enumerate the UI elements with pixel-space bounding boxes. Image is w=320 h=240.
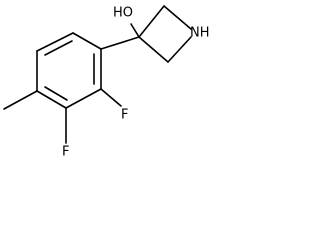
- bond-azetidine-c3-c2: [138, 5, 165, 38]
- bond-ring-c5-c6: [65, 88, 102, 109]
- bond-ring-c4-c5: [36, 90, 67, 109]
- chemical-structure: HO NH F F: [3, 5, 210, 160]
- double-bond-c2-c3: [44, 40, 73, 56]
- amine-label: NH: [190, 26, 210, 41]
- bond-azetidine-c2-n: [163, 5, 192, 30]
- bond-methyl: [3, 90, 38, 110]
- benzene-ring: [36, 32, 102, 109]
- double-bond-c4-c5: [44, 86, 68, 101]
- bond-ring-to-quaternary-carbon: [100, 36, 140, 50]
- fluoro-ortho-label: F: [121, 108, 128, 123]
- fluoro-meta-label: F: [62, 145, 69, 160]
- bond-azetidine-c4-c3: [138, 36, 169, 63]
- bond-azetidine-n-c4: [167, 36, 192, 63]
- azetidine-ring: [138, 5, 192, 63]
- hydroxyl-label: HO: [113, 6, 133, 21]
- bond-ring-c2-c3: [36, 32, 74, 52]
- bond-hydroxyl: [130, 23, 140, 38]
- bond-fluoro-ortho: [100, 88, 122, 107]
- bond-ring-c1-c2: [72, 32, 102, 50]
